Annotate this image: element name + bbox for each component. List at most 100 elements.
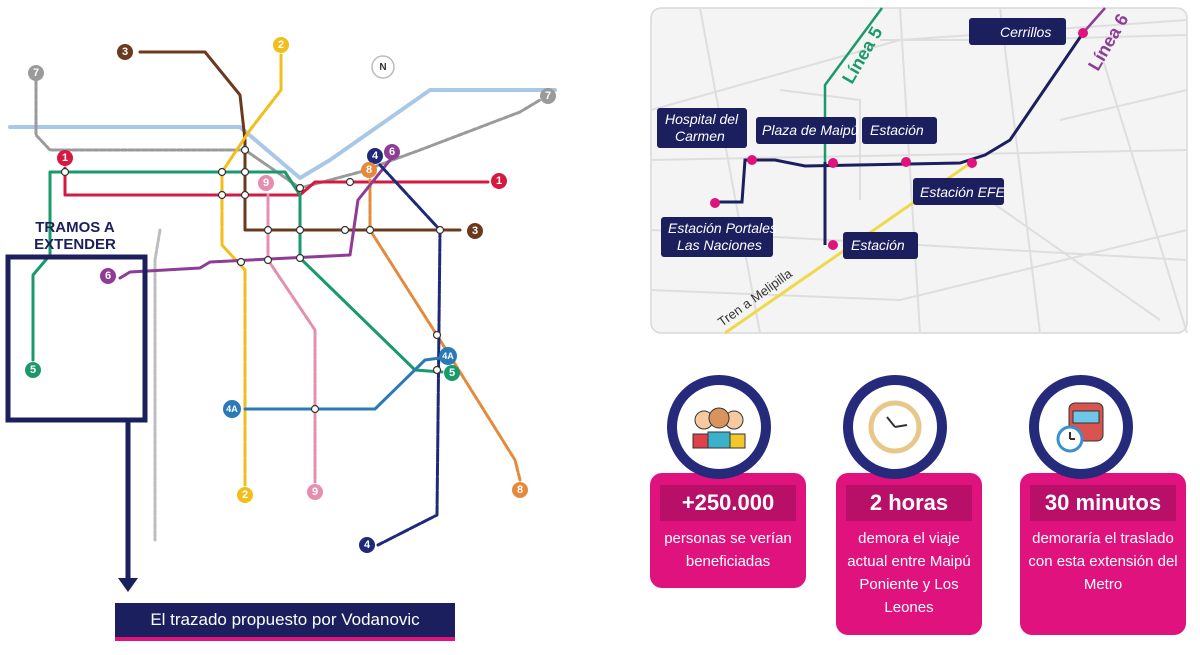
map-label: Carmen bbox=[675, 128, 725, 144]
badge-line-4: 4 bbox=[359, 537, 375, 553]
map-shape bbox=[217, 167, 227, 177]
badge-line-8: 8 bbox=[361, 162, 377, 178]
map-shape bbox=[1078, 28, 1088, 38]
badge-line-4a: 4A bbox=[223, 400, 241, 418]
line-3-path bbox=[138, 50, 462, 232]
map-shape bbox=[240, 167, 250, 177]
map-shape bbox=[310, 404, 320, 414]
map-shape bbox=[345, 177, 355, 187]
line-6-route bbox=[1082, 7, 1106, 34]
line-9-path bbox=[266, 193, 317, 484]
map-label: 4A bbox=[442, 351, 454, 361]
map-shape bbox=[707, 431, 731, 449]
caption: El trazado propuesto por Vodanovic bbox=[115, 603, 455, 641]
badge-line-7: 7 bbox=[540, 88, 556, 104]
gray-dashed-path bbox=[153, 228, 162, 542]
map-shape bbox=[60, 167, 70, 177]
map-label: 4 bbox=[372, 150, 379, 162]
stat-value: 2 horas bbox=[846, 485, 972, 521]
badge-line-9: 9 bbox=[258, 175, 274, 191]
map-shape bbox=[913, 178, 1004, 205]
map-label: 3 bbox=[122, 46, 128, 58]
badge-line-5: 5 bbox=[25, 362, 41, 378]
map-label: 5 bbox=[30, 364, 36, 376]
map-shape bbox=[359, 537, 375, 553]
stat-desc: personas se verían beneficiadas bbox=[664, 530, 792, 570]
badge-line-2: 2 bbox=[273, 37, 289, 53]
line-8-path bbox=[368, 178, 522, 482]
map-shape bbox=[435, 225, 445, 235]
badge-line-5: 5 bbox=[444, 365, 460, 381]
map-shape bbox=[1059, 89, 1188, 121]
map-shape bbox=[779, 89, 861, 200]
map-shape bbox=[886, 416, 896, 428]
line-6-path bbox=[118, 158, 392, 280]
map-label: 4 bbox=[364, 539, 371, 551]
river-line bbox=[8, 88, 557, 180]
map-shape bbox=[432, 330, 442, 340]
map-shape bbox=[894, 424, 908, 428]
map-shape bbox=[862, 117, 937, 144]
badge-line-9: 9 bbox=[307, 484, 323, 500]
people-icon bbox=[667, 375, 771, 479]
interchange-stations bbox=[60, 145, 445, 414]
map-label: TRAMOS A bbox=[35, 219, 115, 236]
stat-card-people: +250.000 personas se verían beneficiadas bbox=[650, 473, 806, 588]
line-4a-path bbox=[243, 356, 442, 411]
map-shape bbox=[899, 7, 921, 334]
extension-highlight: TRAMOS A EXTENDER bbox=[5, 219, 148, 592]
map-label: Estación bbox=[851, 237, 905, 253]
map-shape bbox=[100, 268, 116, 284]
map-shape bbox=[365, 225, 375, 235]
map-label: 9 bbox=[312, 486, 318, 498]
map-shape bbox=[491, 173, 507, 189]
map-shape bbox=[843, 232, 918, 259]
map-shape bbox=[1072, 410, 1100, 424]
map-label: 6 bbox=[389, 146, 395, 158]
map-shape bbox=[828, 158, 838, 168]
north-indicator: N bbox=[371, 55, 395, 79]
map-label: 7 bbox=[33, 67, 39, 79]
map-label: 8 bbox=[517, 484, 523, 496]
station-markers bbox=[710, 28, 1088, 250]
badge-line-3: 3 bbox=[117, 44, 133, 60]
badge-line-7: 7 bbox=[28, 65, 44, 81]
map-label: 1 bbox=[62, 152, 68, 164]
map-shape bbox=[661, 217, 773, 257]
map-label: Estación bbox=[870, 122, 924, 138]
badge-line-4: 4 bbox=[367, 148, 383, 164]
map-shape bbox=[237, 487, 253, 503]
map-label: Las Naciones bbox=[677, 237, 762, 253]
map-shape bbox=[384, 144, 400, 160]
map-shape bbox=[240, 190, 250, 200]
map-shape bbox=[361, 162, 377, 178]
detail-map: Línea 5 Línea 6 Tren a Melipilla Cerrill… bbox=[650, 7, 1188, 335]
map-shape bbox=[999, 7, 1041, 334]
map-label: Estación EFE bbox=[920, 184, 1005, 200]
map-label: 2 bbox=[278, 39, 284, 51]
map-shape bbox=[747, 155, 757, 165]
map-label: 7 bbox=[545, 90, 551, 102]
map-shape bbox=[240, 145, 250, 155]
stat-desc: demoraría el traslado con esta extensión… bbox=[1028, 530, 1178, 593]
map-shape bbox=[650, 149, 1188, 161]
map-shape bbox=[439, 347, 457, 365]
map-shape bbox=[699, 7, 761, 334]
line-badges: 1 1 2 2 3 3 4 4 4A 4A 5 5 6 6 7 7 8 8 9 … bbox=[25, 37, 556, 553]
map-shape bbox=[756, 117, 856, 144]
stat-value: 30 minutos bbox=[1030, 485, 1176, 521]
map-shape bbox=[512, 482, 528, 498]
arrow-down-icon bbox=[118, 578, 138, 592]
map-shape bbox=[710, 198, 720, 208]
map-label: 3 bbox=[472, 225, 478, 237]
map-shape bbox=[295, 225, 305, 235]
map-shape bbox=[28, 65, 44, 81]
badge-line-1: 1 bbox=[57, 150, 73, 166]
map-shape bbox=[117, 44, 133, 60]
map-shape bbox=[367, 148, 383, 164]
map-shape bbox=[5, 254, 148, 423]
clock-icon bbox=[843, 375, 947, 479]
map-shape bbox=[708, 407, 730, 429]
